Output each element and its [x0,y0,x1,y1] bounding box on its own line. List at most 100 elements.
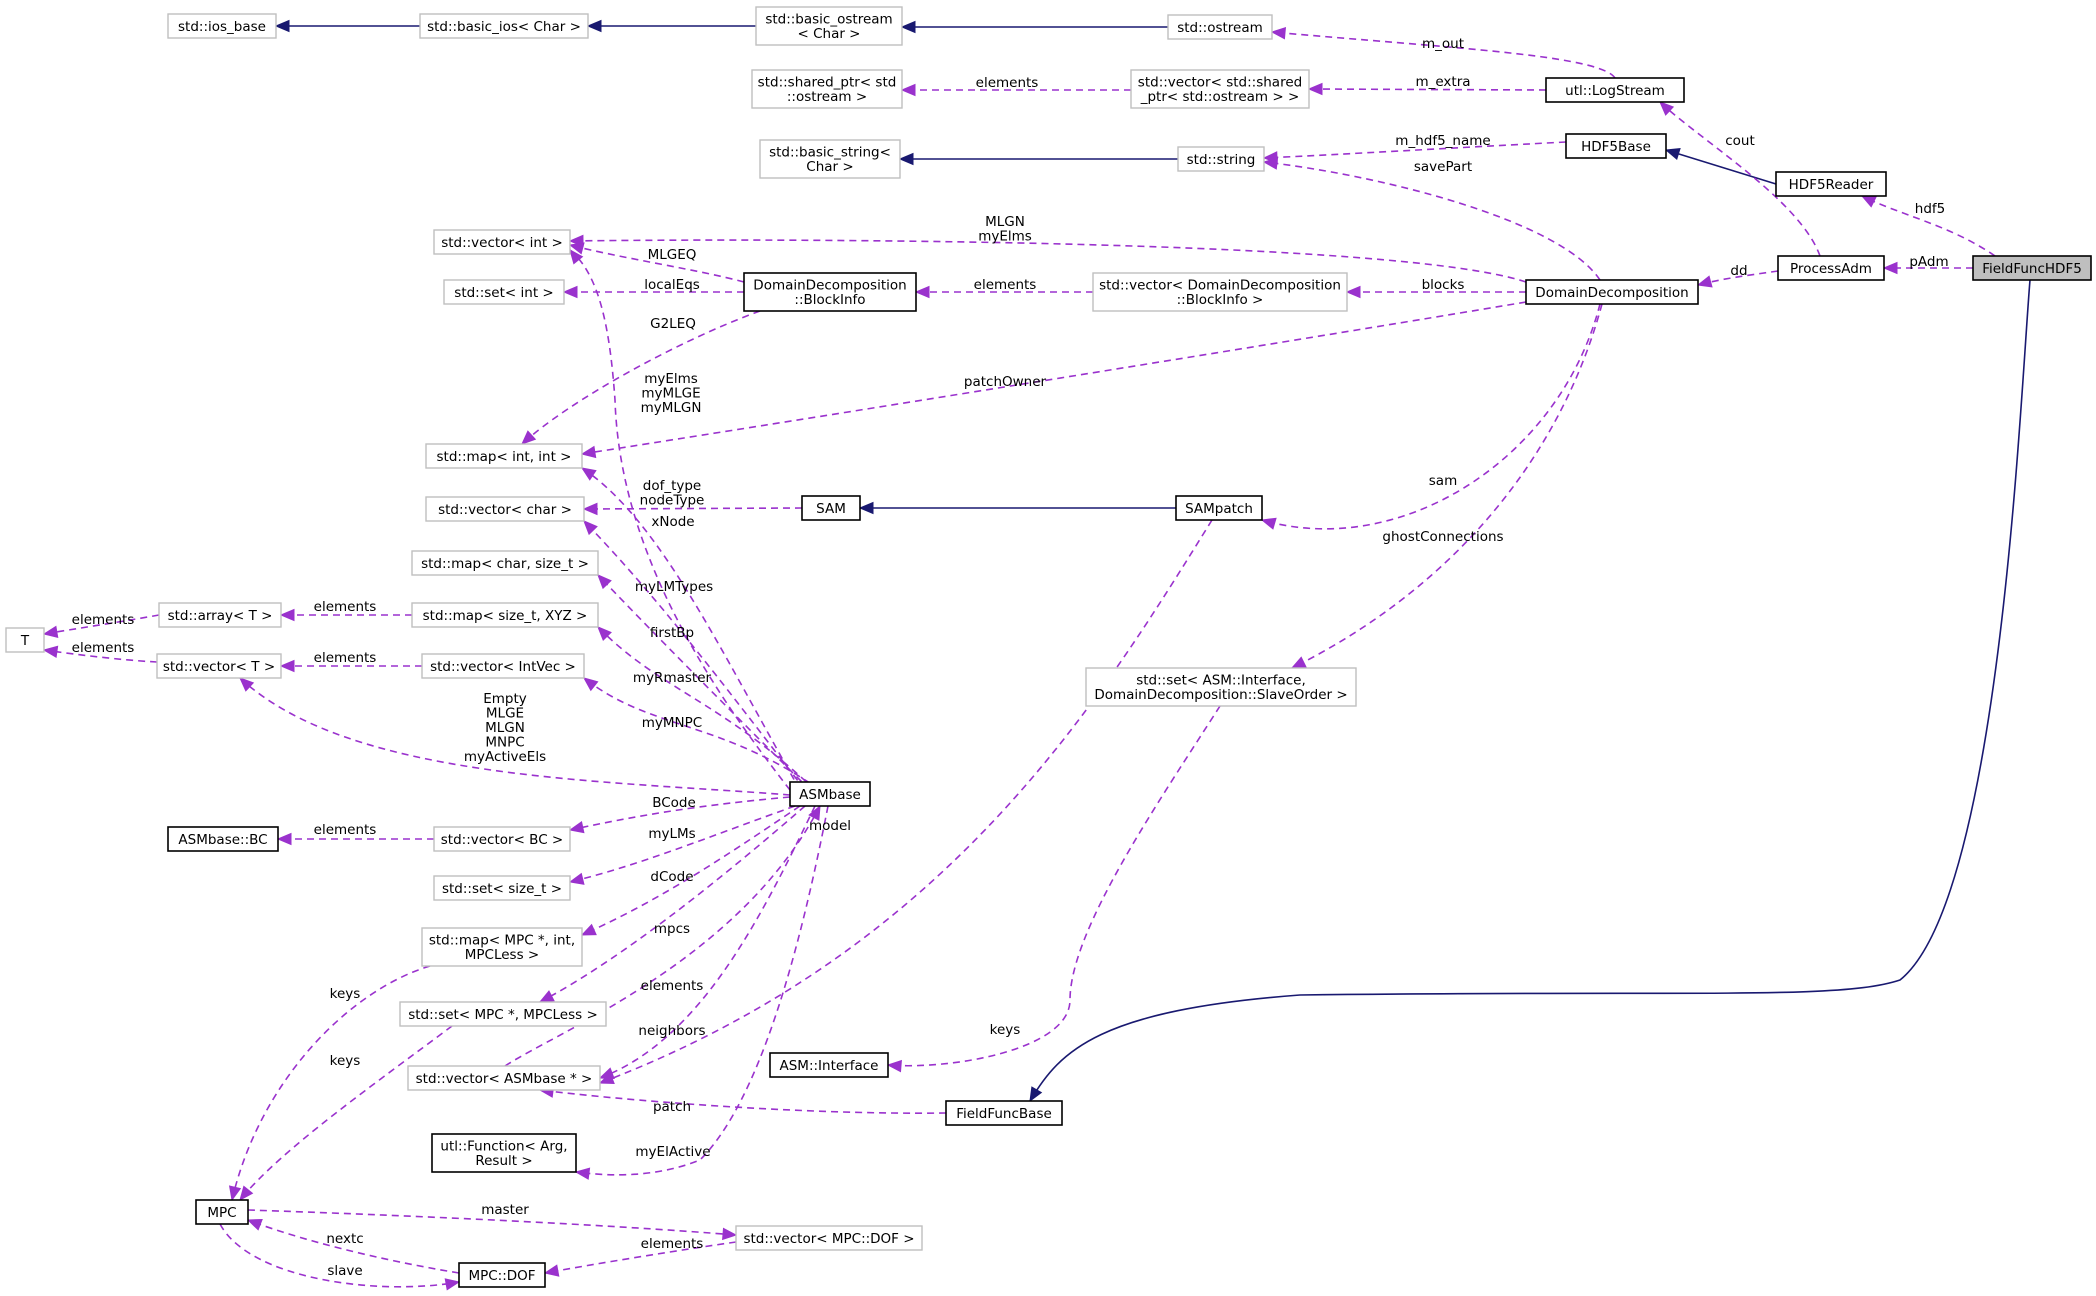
node-vec-mpcdof[interactable]: std::vector< MPC::DOF > [735,1225,923,1251]
node-map-char-size[interactable]: std::map< char, size_t > [411,550,599,576]
node-ios-base[interactable]: std::ios_base [167,13,277,39]
node-vec-blockinfo[interactable]: std::vector< DomainDecomposition::BlockI… [1092,272,1348,312]
arrowhead [569,248,584,265]
node-label-line: std::vector< char > [438,502,572,518]
node-label-line: HDF5Base [1581,139,1651,155]
edge-label-line: myRmaster [633,670,712,686]
node-label-line: DomainDecomposition [1535,285,1688,301]
edge-label-keys-iface: keys [990,1022,1021,1038]
node-set-slaveorder[interactable]: std::set< ASM::Interface,DomainDecomposi… [1085,667,1357,707]
node-fieldfuncbase[interactable]: FieldFuncBase [945,1100,1063,1126]
node-box [431,1133,577,1173]
edge-label-line: elements [641,978,704,994]
node-asm-interface[interactable]: ASM::Interface [769,1052,889,1078]
node-box [1092,272,1348,312]
arrowhead [279,659,295,673]
arrowhead [722,1227,738,1241]
node-label-line: < Char > [797,26,860,42]
node-vec-intvec[interactable]: std::vector< IntVec > [421,653,585,679]
node-domdec[interactable]: DomainDecomposition [1525,279,1699,305]
node-label: std::map< char, size_t > [421,556,589,572]
arrowhead [914,285,930,299]
arrowhead [562,285,578,299]
node-asmbase-bc[interactable]: ASMbase::BC [167,826,279,852]
arrowhead [568,872,585,885]
node-map-size-xyz[interactable]: std::map< size_t, XYZ > [411,602,599,628]
node-map-mpc[interactable]: std::map< MPC *, int,MPCLess > [421,927,583,967]
node-processadm[interactable]: ProcessAdm [1777,255,1885,281]
node-box [789,781,871,807]
node-hdf5base[interactable]: HDF5Base [1565,133,1667,159]
arrowhead [521,430,537,445]
node-string[interactable]: std::string [1177,146,1265,172]
node-label-line: std::set< ASM::Interface, [1136,673,1306,689]
edge-label-m-out: m_out [1422,36,1464,52]
dependency-edge [247,1219,460,1274]
dependency-edge [231,965,431,1201]
node-vec-int[interactable]: std::vector< int > [433,229,571,255]
edge-label-line: m_out [1422,36,1464,52]
edge-label-blocks: blocks [1422,277,1465,293]
dependency-edge [1263,161,1601,281]
node-label: std::vector< MPC::DOF > [743,1231,914,1247]
edge-label-line: dd [1730,263,1747,279]
node-box [801,495,861,521]
node-fieldfunc[interactable]: FieldFuncHDF5 [1972,255,2092,281]
node-sam[interactable]: SAM [801,495,861,521]
node-mpc[interactable]: MPC [195,1199,249,1225]
dependency-edge [43,614,160,635]
node-basic-ostream[interactable]: std::basic_ostream< Char > [755,6,903,46]
node-basic-string[interactable]: std::basic_string<Char > [759,139,901,179]
node-array-t[interactable]: std::array< T > [158,602,282,628]
node-label-line: std::map< int, int > [437,449,572,465]
node-label: std::map< size_t, XYZ > [423,608,588,624]
node-ostream[interactable]: std::ostream [1167,14,1273,40]
node-utl-function[interactable]: utl::Function< Arg,Result > [431,1133,577,1173]
dependency-edge [1291,303,1603,669]
node-vec-shared[interactable]: std::vector< std::shared_ptr< std::ostre… [1130,69,1310,109]
node-logstream[interactable]: utl::LogStream [1545,77,1685,103]
dependency-edge [597,626,816,791]
node-t[interactable]: T [5,627,45,653]
arrowhead [1307,82,1323,96]
dependency-edge [1308,88,1547,91]
node-set-mpc[interactable]: std::set< MPC *, MPCLess > [399,1001,607,1027]
arrowhead [239,1185,254,1202]
node-vec-asmbase[interactable]: std::vector< ASMbase * > [407,1065,601,1091]
arrowhead [597,626,612,642]
node-basic-ios[interactable]: std::basic_ios< Char > [419,13,589,39]
node-label-line: ProcessAdm [1790,261,1872,277]
node-blockinfo[interactable]: DomainDecomposition::BlockInfo [743,272,917,312]
node-label-line: std::vector< DomainDecomposition [1099,278,1341,294]
node-box [458,1262,546,1288]
dependency-edge [569,244,745,283]
arrowhead [1260,517,1277,530]
dependency-edge [239,677,791,796]
node-set-int[interactable]: std::set< int > [443,279,565,305]
arrowhead [1262,157,1279,170]
node-label: std::basic_string<Char > [769,145,891,176]
node-box [158,602,282,628]
node-vec-char[interactable]: std::vector< char > [425,496,585,522]
node-vec-t[interactable]: std::vector< T > [156,653,282,679]
edge-label-g2leq: G2LEQ [650,316,696,332]
edge-label-line: myMLGN [641,400,702,416]
node-hdf5reader[interactable]: HDF5Reader [1775,171,1887,197]
dependency-edge [583,520,806,791]
node-label-line: std::set< MPC *, MPCLess > [408,1007,598,1023]
node-mpc-dof[interactable]: MPC::DOF [458,1262,546,1288]
dependency-edge [581,467,801,791]
node-map-int-int[interactable]: std::map< int, int > [425,443,583,469]
dependency-edge [599,519,1213,1084]
node-label: std::array< T > [168,608,273,624]
node-sampatch[interactable]: SAMpatch [1175,495,1263,521]
node-label: std::set< ASM::Interface,DomainDecomposi… [1094,673,1347,704]
node-vec-bc[interactable]: std::vector< BC > [433,826,571,852]
arrowhead [858,501,874,515]
node-set-size[interactable]: std::set< size_t > [433,875,571,901]
node-shared-ptr[interactable]: std::shared_ptr< std::ostream > [751,69,903,109]
node-asmbase[interactable]: ASMbase [789,781,871,807]
